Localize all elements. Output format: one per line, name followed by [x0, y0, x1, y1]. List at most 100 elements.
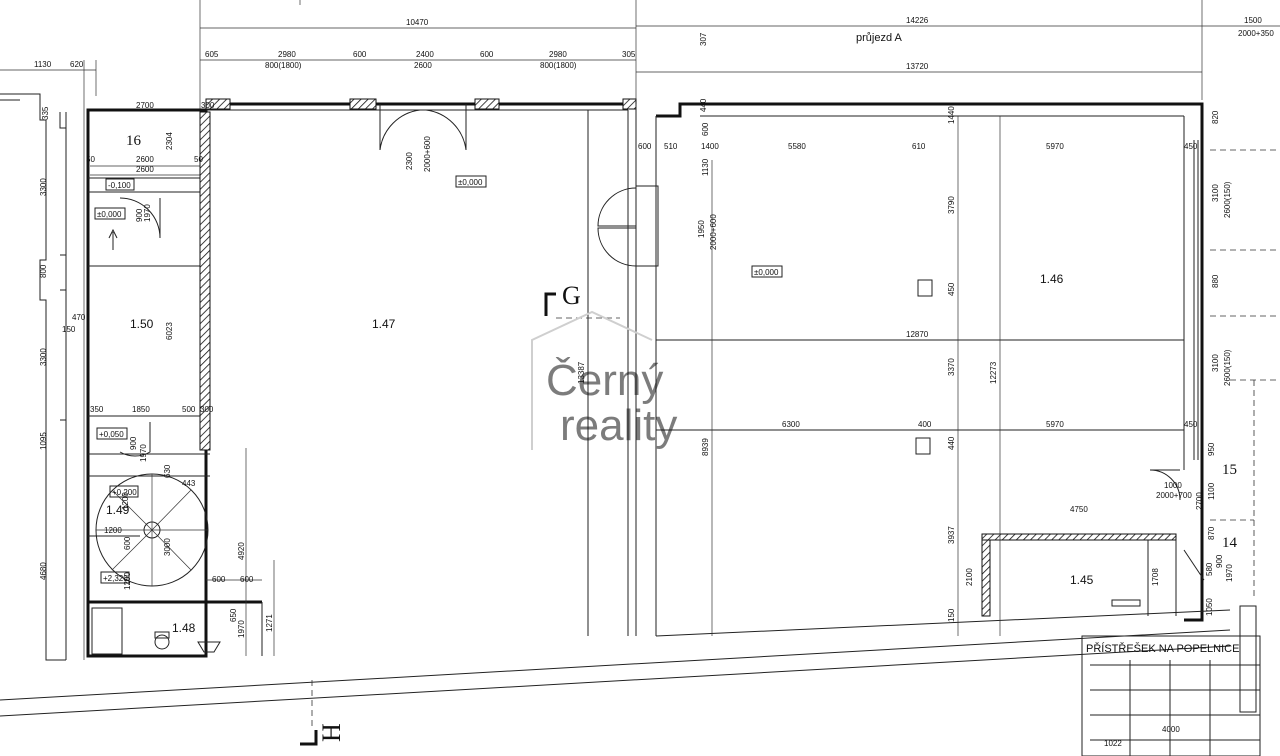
dimension-label: 6300 [782, 420, 800, 429]
room-1-50-label: 1.50 [130, 317, 154, 331]
dimension-label: 3100 [1211, 354, 1220, 372]
dimension-label: 2300 [405, 152, 414, 170]
dimension-label: 2000+600 [709, 214, 718, 250]
dimension-label: 950 [1207, 442, 1216, 456]
dimension-label: 820 [1211, 110, 1220, 124]
dimension-label: 2980 [549, 50, 567, 59]
dimension-label: 305 [622, 50, 636, 59]
dimension-label: 5970 [1046, 420, 1064, 429]
dimension-label: 3100 [1211, 184, 1220, 202]
room-1-47-label: 1.47 [372, 317, 396, 331]
dimension-label: 2400 [416, 50, 434, 59]
room-1-45-label: 1.45 [1070, 573, 1094, 587]
dimension-label: 1100 [1207, 482, 1216, 500]
dimension-label: 600 [638, 142, 652, 151]
dimension-label: 600 [240, 575, 254, 584]
dimension-label: 450 [1184, 142, 1198, 151]
dimensions-lower-left: 350 1850 500 300 470 150 443 1200 600 60… [62, 313, 254, 584]
dimension-label: 5970 [1046, 142, 1064, 151]
dimension-label: 1400 [701, 142, 719, 151]
dimension-label: 605 [205, 50, 219, 59]
dimension-label: 150 [947, 608, 956, 622]
dimension-label: 870 [1207, 526, 1216, 540]
room-labels: 16 1.47 1.46 1.50 1.49 1.48 1.45 15 14 [106, 133, 1238, 635]
room-1-49-label: 1.49 [106, 503, 130, 517]
dimension-label: 1440 [947, 106, 956, 124]
room-1-46-label: 1.46 [1040, 272, 1064, 286]
dimension-label: 50 [86, 155, 95, 164]
watermark-logo: Černý reality [531, 310, 677, 450]
left-strip-walls [86, 108, 262, 658]
dimension-label: 600 [353, 50, 367, 59]
dimension-label: 14226 [906, 16, 929, 25]
room-1-46-walls [655, 102, 1231, 637]
dimension-label: 500 [182, 405, 196, 414]
dimension-label: 1000 [1164, 481, 1182, 490]
dimension-label: 150 [62, 325, 76, 334]
dimension-label: 2700 [1195, 492, 1204, 510]
dimension-label: 900 [1215, 554, 1224, 568]
dimension-label: 600 [212, 575, 226, 584]
dimension-label: 800 [39, 264, 48, 278]
section-mark-g: G [562, 281, 581, 310]
room-16-label: 16 [126, 133, 142, 149]
dimension-label: 12870 [906, 330, 929, 339]
dimension-label: 800(1800) [540, 61, 577, 70]
roof-label: PŘÍSTŘEŠEK NA POPELNICE [1086, 642, 1239, 655]
dimension-label: 3937 [947, 526, 956, 544]
dimension-label: 1022 [1104, 739, 1122, 748]
dimensions-right-block: 600 510 1400 5580 610 5970 450 12870 630… [638, 142, 1198, 514]
dimension-label: 1970 [143, 204, 152, 222]
dimension-label: 470 [72, 313, 86, 322]
dimension-label: 4680 [39, 562, 48, 580]
dimension-label: 900 [135, 208, 144, 222]
dimension-label: 440 [699, 98, 708, 112]
dimension-label: 13387 [577, 361, 586, 384]
watermark-line-2: reality [560, 401, 677, 450]
dimension-label: 1271 [265, 614, 274, 632]
dimension-label: 400 [918, 420, 932, 429]
dimension-label: 3790 [947, 196, 956, 214]
dimension-label: 1050 [1205, 598, 1214, 616]
dimension-lines-top [0, 0, 1280, 176]
dimension-label: 1130 [34, 60, 52, 69]
dimension-label: 1970 [237, 620, 246, 638]
dimension-label: 2980 [278, 50, 296, 59]
section-lines [300, 292, 620, 746]
level-marks: ±0,000 ±0,000 ±0,000 -0,100 +0,050 +0,20… [94, 175, 783, 584]
dimension-label: 1970 [1225, 564, 1234, 582]
dimension-label: 900 [129, 436, 138, 450]
dimension-label: 2600(150) [1223, 181, 1232, 218]
dimension-label: 3300 [39, 348, 48, 366]
room-1-48-label: 1.48 [172, 621, 196, 635]
dimension-label: 2100 [965, 568, 974, 586]
dimension-label: 600 [123, 536, 132, 550]
dimension-label: 5580 [788, 142, 806, 151]
level-mark: -0,100 [108, 181, 131, 190]
dimension-label: 1500 [1244, 16, 1262, 25]
dimension-label: 1708 [1151, 568, 1160, 586]
dimension-label: 3370 [947, 358, 956, 376]
dimension-label: 2700 [136, 101, 154, 110]
dimension-label: 13720 [906, 62, 929, 71]
room-1-47-walls [205, 98, 659, 656]
dimension-label: 1130 [701, 158, 710, 176]
level-mark: ±0,000 [97, 210, 122, 219]
dimension-label: 335 [41, 106, 50, 120]
dimensions-top: 10470 14226 1500 2000+350 13720 1130 620… [34, 16, 1274, 174]
dimension-label: 450 [947, 282, 956, 296]
dimension-label: 610 [912, 142, 926, 151]
dimension-label: 350 [90, 405, 104, 414]
dimension-label: 880 [1211, 274, 1220, 288]
dimension-label: 12273 [989, 361, 998, 384]
facade-and-shelter [0, 605, 1261, 756]
dimension-label: 1950 [697, 220, 706, 238]
dimension-label: 4750 [1070, 505, 1088, 514]
spiral-staircase [88, 473, 209, 587]
dimension-label: 1200 [104, 526, 122, 535]
level-mark: +2,320 [103, 574, 128, 583]
dimension-label: 2000+600 [423, 136, 432, 172]
right-neighbour-outline [1210, 149, 1280, 600]
dimension-label: 2600(150) [1223, 349, 1232, 386]
